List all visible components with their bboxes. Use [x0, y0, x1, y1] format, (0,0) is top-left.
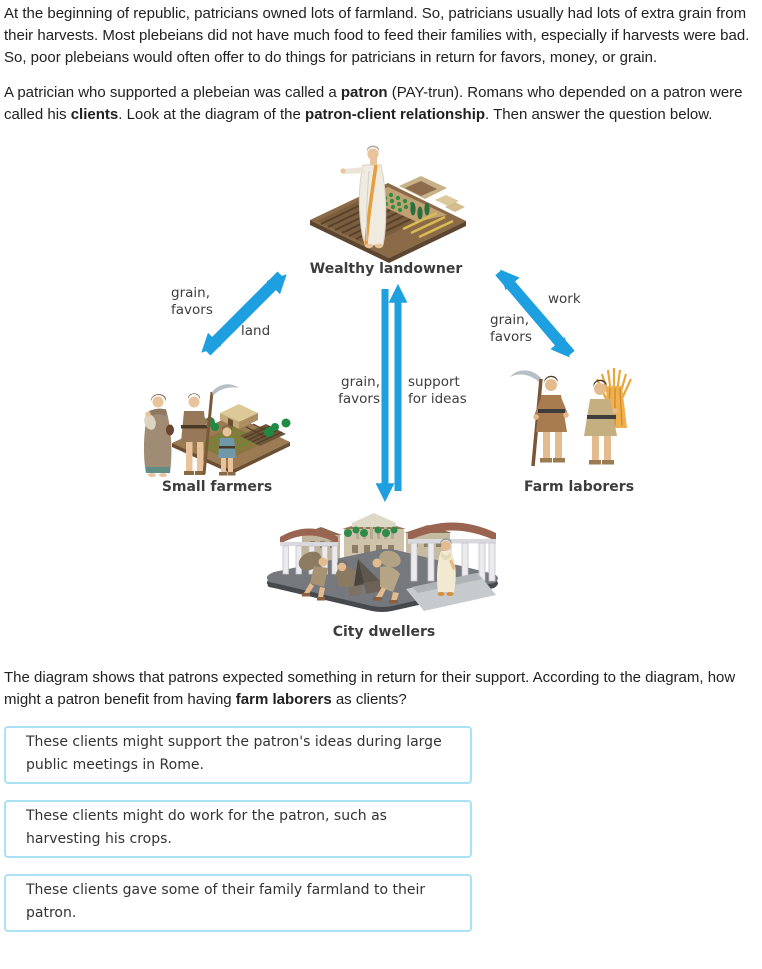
- intro-p2-bold-patron: patron: [340, 84, 388, 101]
- label-wealthy-landowner: Wealthy landowner: [309, 261, 463, 277]
- patron-client-diagram: Wealthy landowner Small farmers Farm lab…: [4, 139, 758, 647]
- flow-label-grain-favors-to-small-farmers: grain, favors: [171, 285, 213, 318]
- city-dwellers-illustration: [266, 513, 498, 612]
- intro-p2-text-2: (PAY-trun). Romans who depended on a pat…: [4, 84, 743, 123]
- answer-choice-2-text: These clients might do work for the patr…: [26, 808, 387, 847]
- exercise-page: At the beginning of republic, patricians…: [4, 5, 758, 932]
- intro-p2-text-3: . Look at the diagram of the: [118, 106, 306, 123]
- small-farmers-illustration: [143, 384, 291, 477]
- intro-p2-bold-relationship: patron-client relationship: [305, 106, 486, 123]
- question-text-1: The diagram shows that patrons expected …: [4, 669, 736, 708]
- intro-paragraph-2: A patrician who supported a plebeian was…: [4, 82, 756, 126]
- arrow-small-farmers-to-landowner: [205, 274, 287, 356]
- label-small-farmers: Small farmers: [161, 479, 273, 495]
- answer-choice-1[interactable]: These clients might support the patron's…: [4, 726, 472, 784]
- arrow-landowner-to-farm-laborers: [495, 270, 570, 358]
- answer-choice-2[interactable]: These clients might do work for the patr…: [4, 800, 472, 858]
- intro-p2-text-1: A patrician who supported a plebeian was…: [4, 84, 341, 101]
- flow-label-grain-favors-to-city-dwellers: grain, favors: [338, 374, 380, 407]
- wealthy-landowner-illustration: [310, 145, 466, 263]
- answer-choice-3[interactable]: These clients gave some of their family …: [4, 874, 472, 932]
- question-bold-farm-laborers: farm laborers: [235, 691, 332, 708]
- flow-label-grain-favors-to-farm-laborers: grain, favors: [490, 312, 532, 345]
- answer-choice-1-text: These clients might support the patron's…: [26, 734, 442, 773]
- answer-choice-3-text: These clients gave some of their family …: [26, 882, 426, 921]
- intro-p2-text-4: . Then answer the question below.: [485, 106, 713, 123]
- label-farm-laborers: Farm laborers: [523, 479, 635, 495]
- flow-label-work: work: [548, 291, 581, 307]
- question-text-2: as clients?: [331, 691, 407, 708]
- diagram-canvas: [143, 145, 632, 612]
- label-city-dwellers: City dwellers: [332, 624, 436, 640]
- flow-label-land: land: [241, 323, 271, 339]
- question-text: The diagram shows that patrons expected …: [4, 667, 756, 711]
- farm-laborers-illustration: [510, 368, 632, 467]
- intro-paragraph-1: At the beginning of republic, patricians…: [4, 5, 750, 66]
- intro-p2-bold-clients: clients: [70, 106, 119, 123]
- relationship-arrows: [201, 269, 575, 503]
- flow-label-support-for-ideas: support for ideas: [408, 374, 467, 407]
